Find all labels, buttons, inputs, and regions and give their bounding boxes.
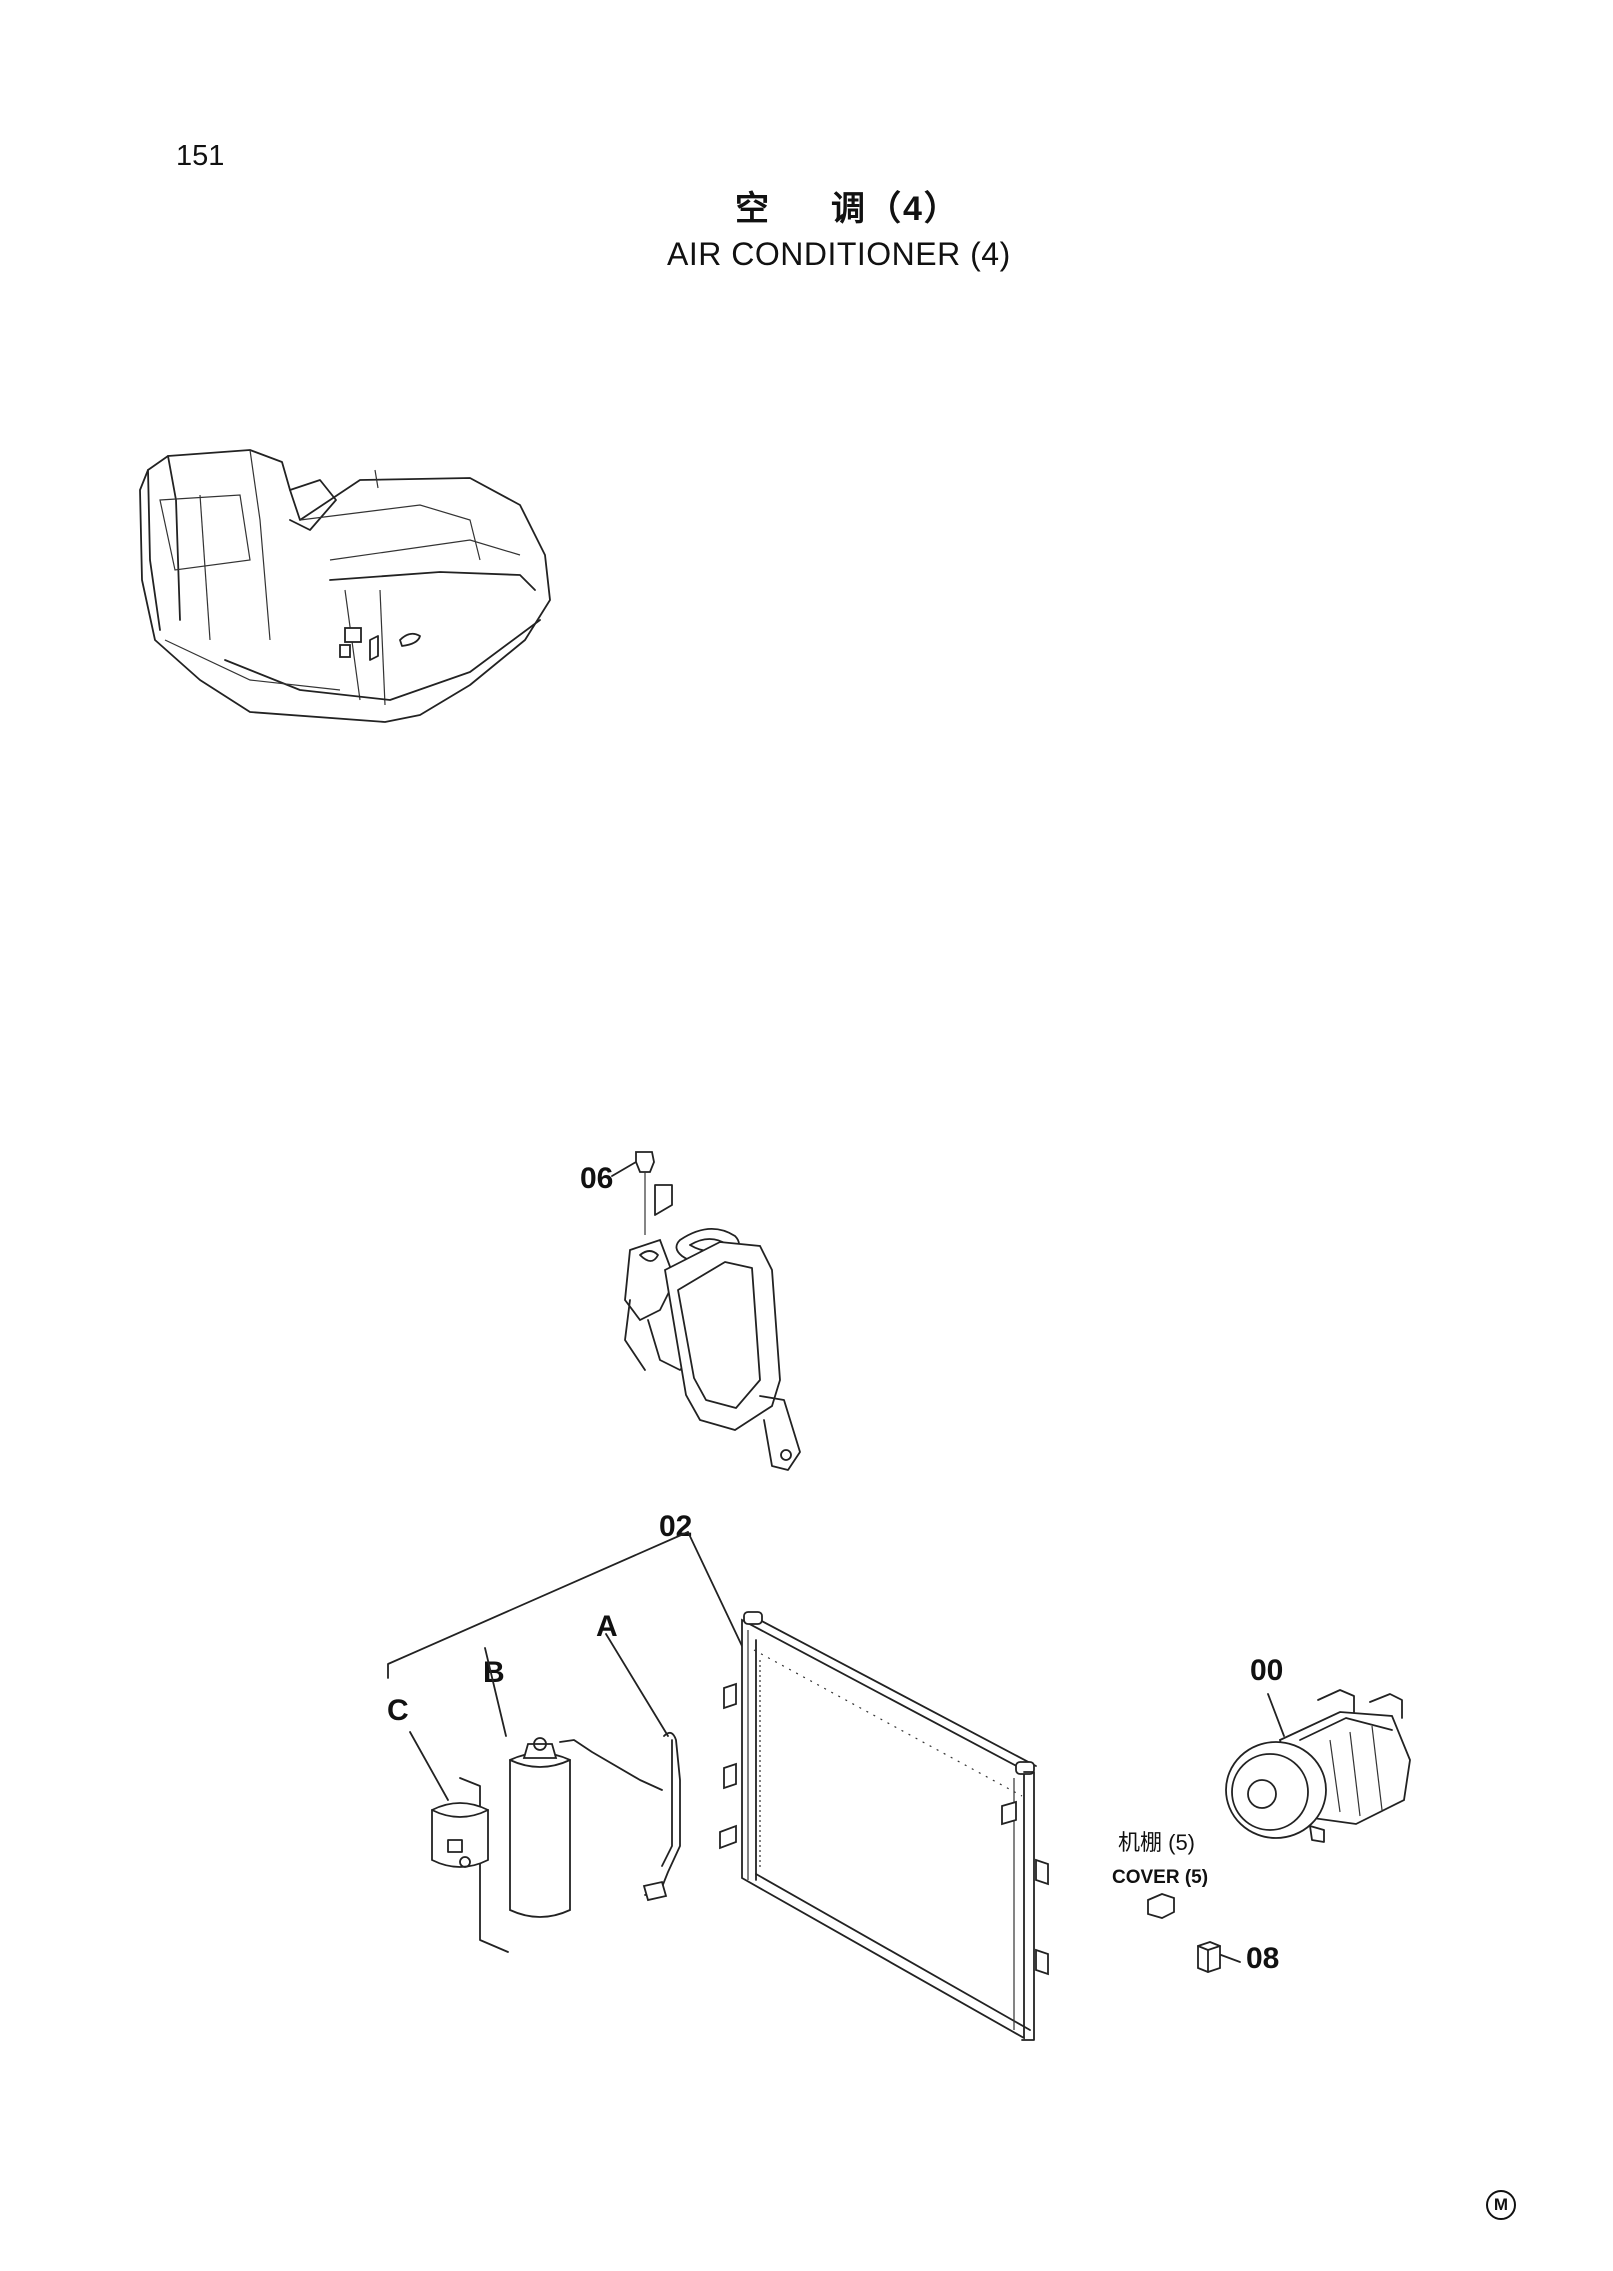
cover-clip-and-part-08	[1147, 1893, 1221, 1973]
callout-06: 06	[580, 1162, 614, 1195]
callout-c: C	[387, 1694, 409, 1727]
title-chinese: 空 调（4）	[735, 192, 960, 226]
leader-lines	[387, 1531, 1285, 1963]
part-00-compressor	[1225, 1689, 1411, 1843]
page-number: 151	[176, 140, 225, 172]
callout-08: 08	[1246, 1942, 1280, 1975]
part-a-pipe	[642, 1731, 681, 1902]
part-06-bracket-assembly	[611, 1151, 801, 1471]
part-c-small-canister	[431, 1777, 509, 1953]
cover-label-english: COVER (5)	[1112, 1867, 1209, 1888]
callout-00: 00	[1250, 1654, 1284, 1687]
title-english: AIR CONDITIONER (4)	[667, 236, 1011, 272]
callout-a: A	[596, 1610, 618, 1643]
title-chinese-part-2: 调（4）	[831, 190, 960, 228]
excavator-overview-illustration	[139, 449, 551, 723]
title-chinese-part-1: 空	[735, 190, 771, 228]
part-02-condenser	[719, 1611, 1049, 2041]
cover-label-chinese: 机棚 (5)	[1118, 1830, 1196, 1855]
corner-circle-m-mark: M	[1486, 2190, 1516, 2220]
part-b-receiver-dryer	[509, 1737, 663, 1918]
